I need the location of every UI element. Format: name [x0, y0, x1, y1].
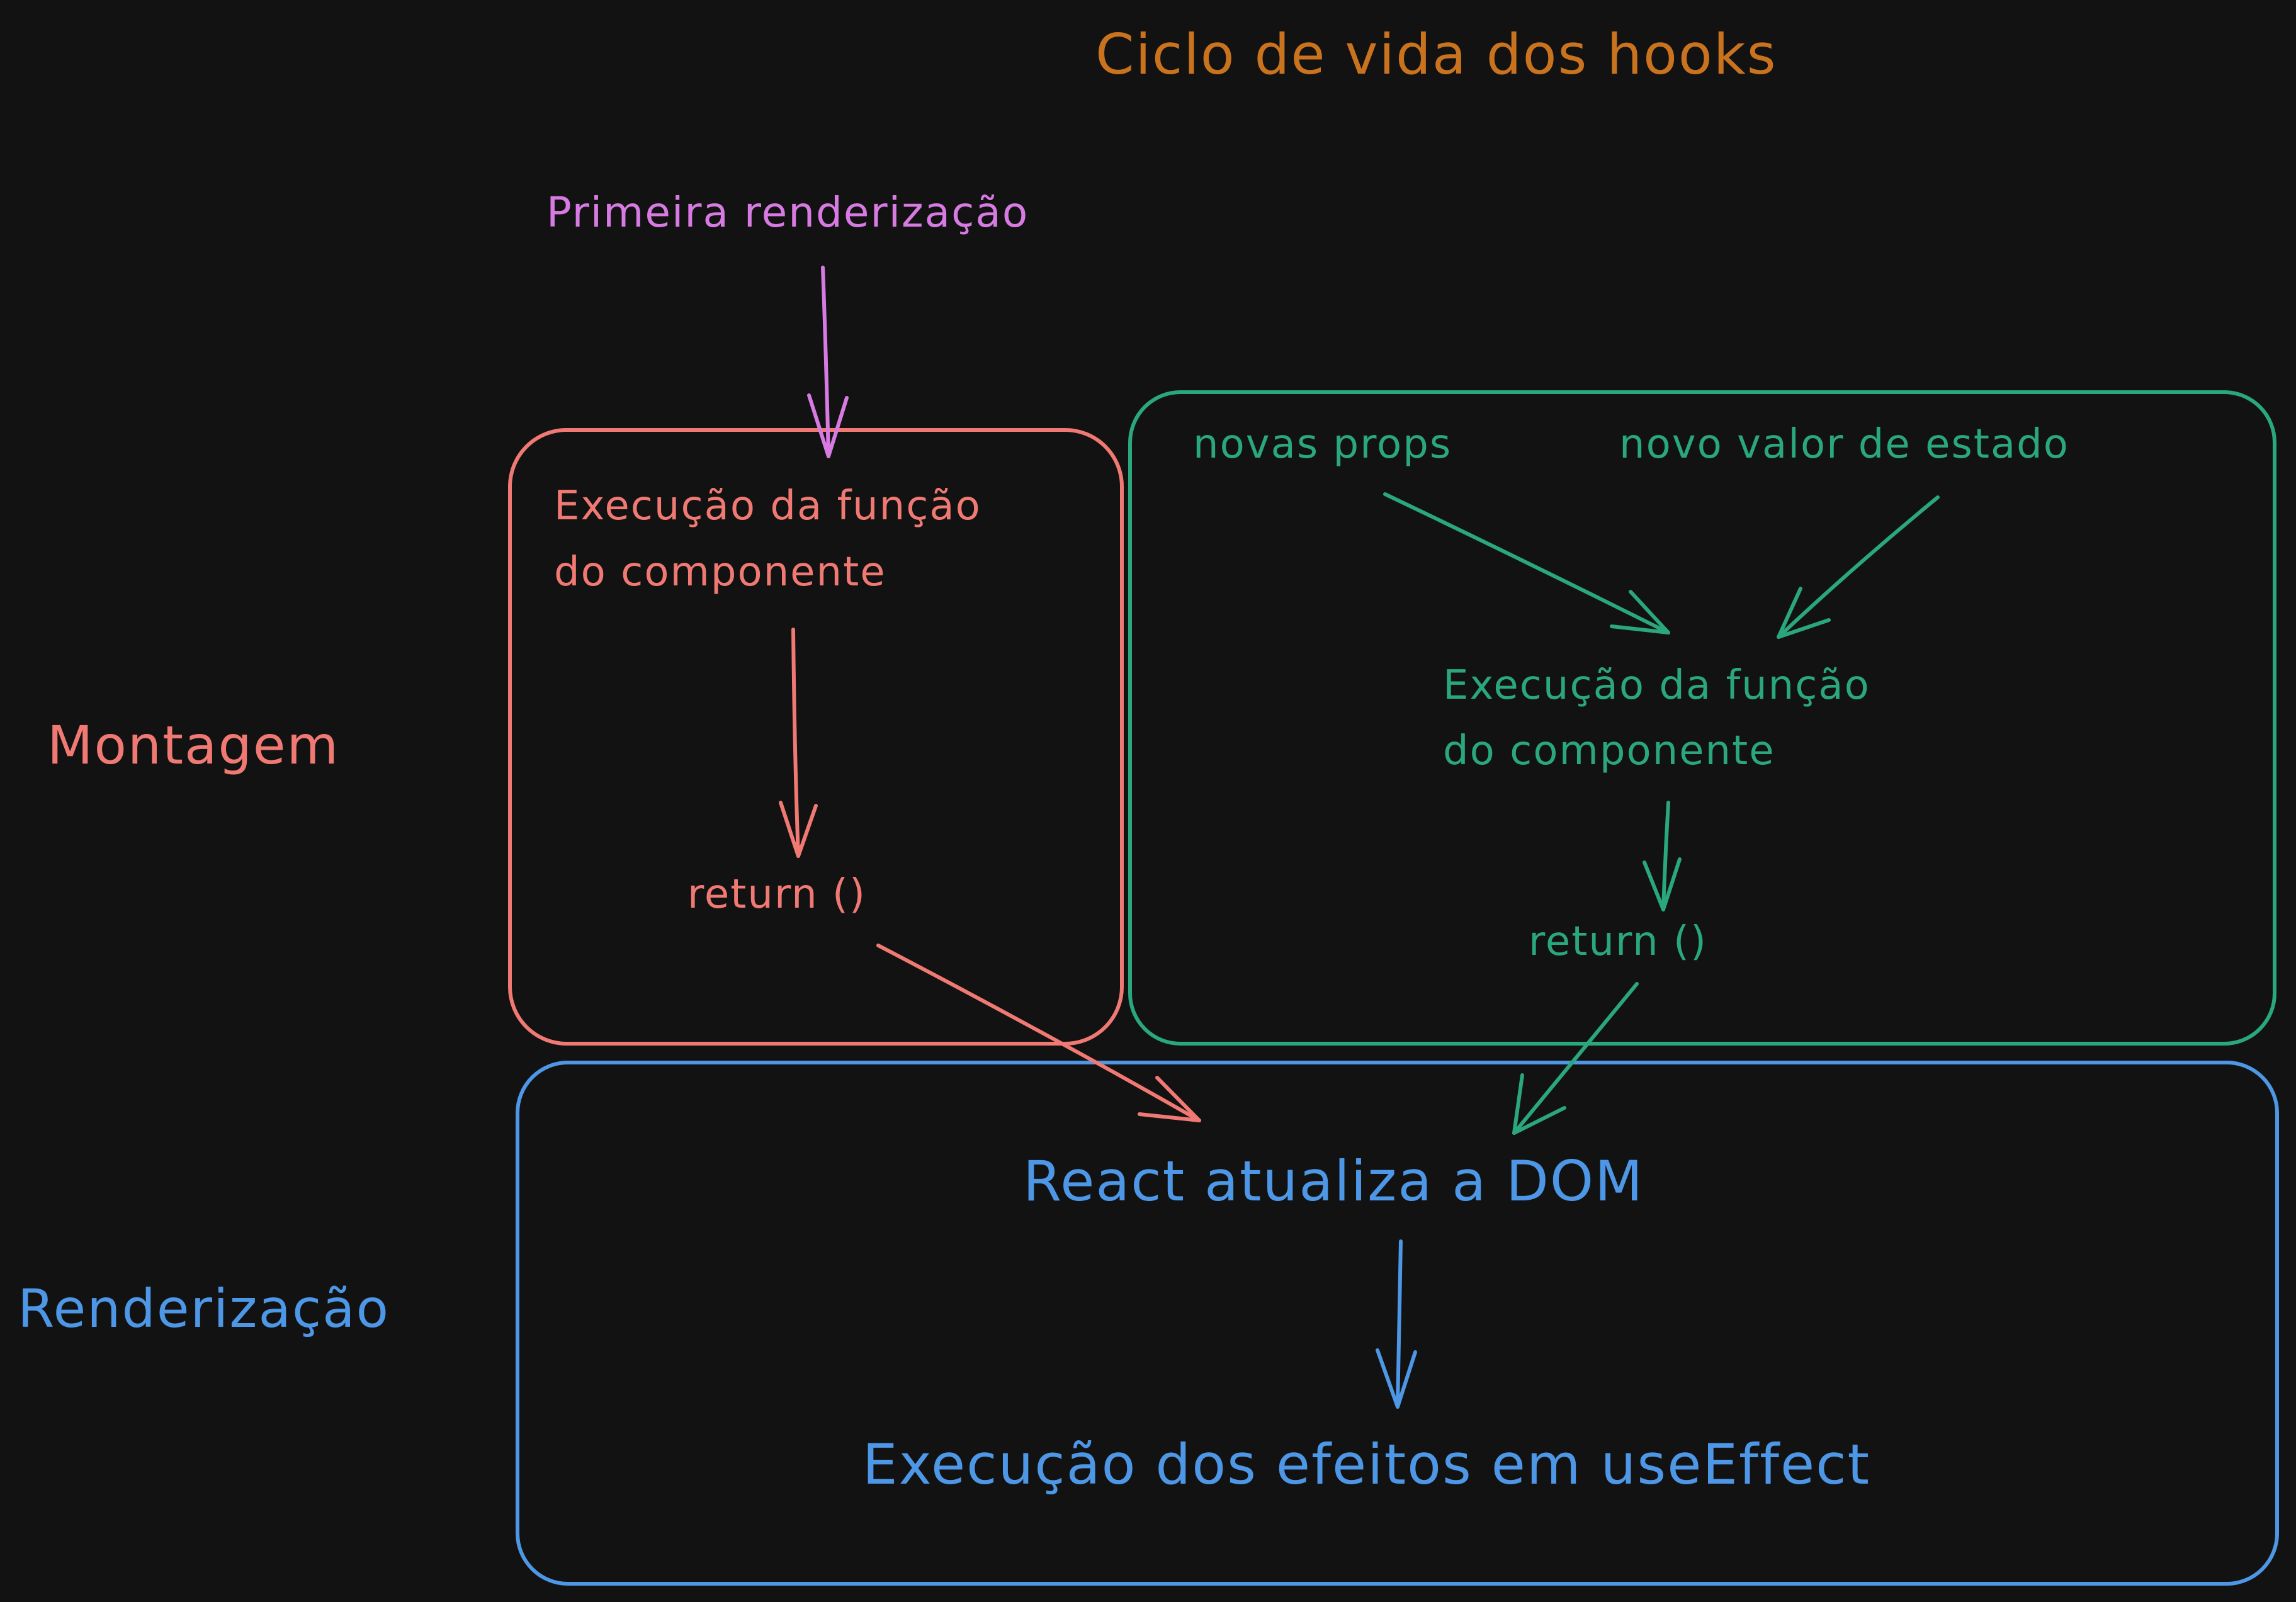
- arrow-mount-exec-to-return: [779, 628, 818, 858]
- mount-exec-line2: do componente: [554, 549, 886, 595]
- update-box: [1128, 390, 2276, 1046]
- update-exec-line1: Execução da função: [1443, 662, 1870, 709]
- render-box: [516, 1061, 2279, 1586]
- first-render-label: Primeira renderização: [546, 188, 1029, 237]
- mount-phase-label: Montagem: [47, 714, 340, 776]
- update-return-label: return (): [1529, 918, 1707, 965]
- new-state-label: novo valor de estado: [1619, 421, 2069, 468]
- mount-exec-line1: Execução da função: [554, 483, 981, 529]
- arrow-dom-to-effects: [1376, 1239, 1417, 1409]
- new-props-label: novas props: [1193, 421, 1452, 468]
- render-phase-label: Renderização: [18, 1278, 390, 1340]
- arrow-update-exec-to-return: [1643, 801, 1682, 911]
- mount-box: [508, 428, 1124, 1046]
- arrow-props-to-exec: [1383, 492, 1670, 635]
- arrow-mount-return-to-dom: [876, 944, 1201, 1122]
- update-exec-line2: do componente: [1443, 728, 1775, 774]
- arrow-update-return-to-dom: [1512, 982, 1639, 1135]
- arrow-first-render: [807, 266, 849, 458]
- effects-label: Execução dos efeitos em useEffect: [862, 1432, 1870, 1497]
- dom-update-label: React atualiza a DOM: [1023, 1149, 1644, 1214]
- mount-return-label: return (): [687, 871, 866, 918]
- diagram-title: Ciclo de vida dos hooks: [1095, 22, 1777, 87]
- arrow-state-to-exec: [1777, 495, 1940, 639]
